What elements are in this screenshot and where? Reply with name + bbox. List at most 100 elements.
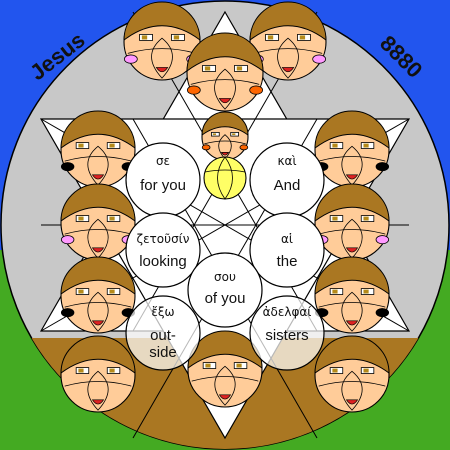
face-mouth: [218, 98, 232, 104]
face-hair: [314, 335, 390, 374]
english-word: looking: [139, 253, 187, 270]
face: [314, 335, 390, 413]
face-petal-line: [204, 140, 246, 145]
face-petal-line: [64, 156, 132, 162]
sun-circle: [203, 156, 247, 200]
face-mouth: [345, 399, 359, 405]
face-hair-tie: [123, 54, 138, 64]
face-petal-line: [318, 381, 386, 387]
face-petal-line: [190, 79, 260, 85]
face-mouth: [345, 247, 359, 253]
face: [60, 335, 136, 413]
face-pupil: [332, 216, 338, 221]
word-circle-looking: ζετοῦσίν looking: [125, 212, 201, 288]
face: [314, 110, 390, 188]
face-pupil: [109, 368, 115, 373]
word-circle-the: αἱ the: [249, 212, 325, 288]
face-pupil: [232, 133, 236, 136]
word-circle-bg: [249, 212, 325, 288]
face-pupil: [363, 216, 369, 221]
face-pupil: [236, 66, 243, 71]
face-pupil: [332, 143, 338, 148]
greek-word: σε: [156, 154, 170, 168]
face: [314, 183, 390, 261]
english-word: of you: [205, 290, 246, 307]
face-mouth: [345, 320, 359, 326]
greek-word: αἱ: [281, 232, 293, 246]
face: [314, 256, 390, 334]
face-pupil: [205, 363, 211, 368]
face-hair: [201, 111, 249, 136]
face-hair: [60, 335, 136, 374]
english-word: the: [277, 253, 298, 270]
word-circle-bg: [125, 295, 201, 371]
face-hair: [314, 256, 390, 295]
face: [60, 183, 136, 261]
face-pupil: [236, 363, 242, 368]
english-word: sisters: [265, 327, 308, 344]
face-pupil: [109, 289, 115, 294]
face-pupil: [78, 216, 84, 221]
face-pupil: [78, 289, 84, 294]
face-pupil: [212, 133, 217, 136]
face-petal-line: [318, 302, 386, 308]
face-pupil: [299, 35, 306, 40]
face-hair-tie: [375, 308, 390, 318]
face-pupil: [363, 289, 369, 294]
face-hair-tie: [312, 54, 327, 64]
face-mouth: [91, 320, 105, 326]
face-mouth: [345, 174, 359, 180]
face-pupil: [141, 35, 148, 40]
face-hair-tie: [375, 235, 390, 245]
face-pupil: [267, 35, 274, 40]
word-circle-sisters: ἀδελφαί sisters: [249, 295, 325, 371]
greek-word: σου: [214, 270, 236, 284]
face-hair-tie: [60, 162, 75, 172]
face-pupil: [78, 143, 84, 148]
face-mouth: [220, 152, 230, 156]
face-hair: [60, 183, 136, 222]
face-petal-line: [64, 381, 132, 387]
face-pupil: [363, 143, 369, 148]
face-hair: [249, 1, 327, 41]
face-petal-line: [318, 156, 386, 162]
word-circle-outside: ἔξω out- side: [125, 295, 201, 371]
face-mouth: [281, 67, 295, 73]
face-petal-line: [318, 229, 386, 235]
face-hair: [314, 183, 390, 222]
face-hair-tie: [60, 235, 75, 245]
face-mouth: [155, 67, 169, 73]
face-hair: [60, 110, 136, 149]
face-hair-tie: [375, 162, 390, 172]
english-word-line-1: out-: [150, 327, 176, 344]
face-pupil: [332, 368, 338, 373]
face-hair-tie: [60, 308, 75, 318]
face-hair: [314, 110, 390, 149]
face-pupil: [109, 216, 115, 221]
face-mouth: [91, 399, 105, 405]
word-circle-bg: [125, 212, 201, 288]
face-hair: [60, 256, 136, 295]
face-hair-tie: [201, 144, 211, 151]
face-mouth: [91, 174, 105, 180]
face: [187, 330, 263, 408]
face-pupil: [173, 35, 180, 40]
face-pupil: [204, 66, 211, 71]
word-circle-bg: [187, 252, 263, 328]
face: [60, 256, 136, 334]
face-petal-line: [253, 48, 323, 54]
face-mouth: [218, 394, 232, 400]
face-pupil: [109, 143, 115, 148]
face-pupil: [363, 368, 369, 373]
face-pupil: [332, 289, 338, 294]
face-hair-tie: [249, 85, 264, 95]
greek-word: καὶ: [277, 154, 296, 168]
face-petal-line: [64, 229, 132, 235]
face-hair-tie: [186, 85, 201, 95]
face: [60, 110, 136, 188]
face-mouth: [91, 247, 105, 253]
face-pupil: [78, 368, 84, 373]
face: [201, 111, 249, 161]
face-hair: [186, 32, 264, 72]
